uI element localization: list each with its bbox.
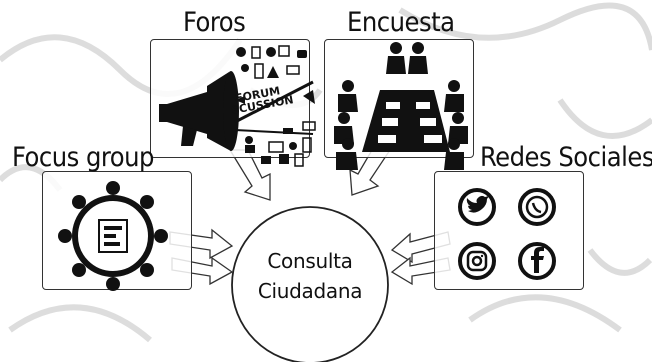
foros-box (150, 39, 310, 158)
center-circle (231, 206, 389, 362)
focus-group-box (42, 171, 192, 290)
center-label-line2: Ciudadana (257, 279, 363, 303)
redes-sociales-label: Redes Sociales (480, 142, 652, 173)
encuesta-box (324, 39, 474, 158)
redes-sociales-box (434, 171, 584, 290)
center-label: Consulta Ciudadana (232, 246, 388, 306)
encuesta-label: Encuesta (347, 7, 455, 38)
center-label-line1: Consulta (267, 249, 353, 273)
focus-group-label: Focus group (12, 142, 155, 173)
foros-label: Foros (183, 7, 246, 38)
